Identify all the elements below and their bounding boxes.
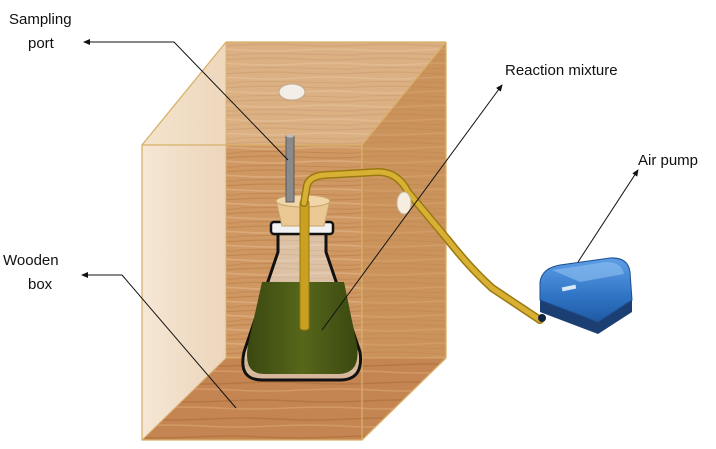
sampling-tube	[285, 135, 295, 203]
pump-outlet-icon	[538, 314, 546, 322]
tube-wall-grommet	[396, 191, 412, 215]
air-pump-leader	[577, 169, 639, 263]
box-right-wall	[362, 42, 446, 440]
air-pump-label: Air pump	[638, 152, 698, 169]
air-pump	[538, 257, 633, 334]
labels: Sampling port Reaction mixture Air pump …	[3, 11, 698, 293]
sampling-port-label-line2: port	[28, 35, 55, 52]
reaction-mixture-leader	[321, 84, 503, 331]
erlenmeyer-flask	[241, 134, 363, 382]
pump-top-highlight	[552, 262, 624, 282]
sampling-hole	[278, 83, 306, 101]
air-inlet-tube	[299, 199, 310, 331]
wooden-box-label-line1: Wooden	[3, 252, 59, 269]
wooden-box-label-line2: box	[28, 276, 53, 293]
sampling-port-leader	[83, 39, 289, 161]
wooden-box-leader	[121, 274, 237, 409]
box-floor	[142, 358, 446, 440]
leader-lines	[81, 39, 639, 409]
pump-badge	[561, 284, 577, 292]
sampling-port-label-line1: Sampling	[9, 11, 72, 28]
reaction-mixture-label: Reaction mixture	[505, 62, 618, 79]
air-tubing	[300, 168, 544, 324]
pump-base	[540, 300, 632, 334]
box-left-wall	[142, 42, 226, 440]
wooden-box	[141, 41, 447, 441]
sampling-tube-top	[286, 134, 294, 138]
